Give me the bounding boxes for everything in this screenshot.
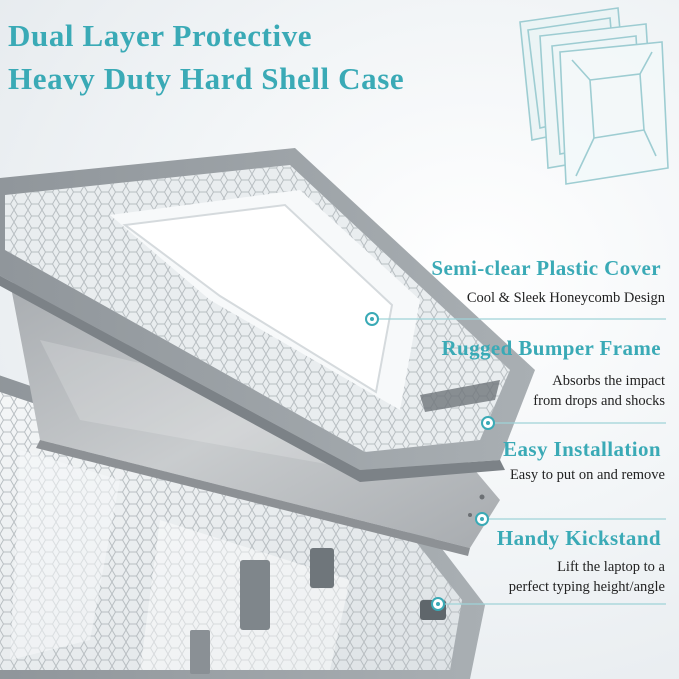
top-cover xyxy=(0,148,535,482)
feature-desc-cover: Cool & Sleek Honeycomb Design xyxy=(467,288,665,308)
feature-desc-line: Lift the laptop to a xyxy=(557,559,665,575)
feature-desc-line: from drops and shocks xyxy=(533,393,665,409)
callout-dot-icon xyxy=(365,312,495,611)
feature-desc-kickstand: Lift the laptop to a perfect typing heig… xyxy=(509,557,665,597)
headline-line-2: Heavy Duty Hard Shell Case xyxy=(8,61,405,96)
feature-heading-cover: Semi-clear Plastic Cover xyxy=(431,256,661,280)
feature-desc-line: Absorbs the impact xyxy=(552,373,665,389)
feature-desc-line: Easy to put on and remove xyxy=(509,467,665,483)
feature-desc-line: Cool & Sleek Honeycomb Design xyxy=(466,290,665,306)
layered-shell-icon xyxy=(519,7,669,185)
feature-heading-bumper: Rugged Bumper Frame xyxy=(441,336,661,360)
feature-heading-kickstand: Handy Kickstand xyxy=(496,526,661,550)
headline-line-1: Dual Layer Protective xyxy=(8,18,313,53)
feature-desc-installation: Easy to put on and remove xyxy=(510,465,665,485)
feature-desc-line: perfect typing height/angle xyxy=(508,579,665,595)
headline: Dual Layer Protective Heavy Duty Hard Sh… xyxy=(8,14,404,100)
callout-lines xyxy=(372,318,666,605)
feature-heading-installation: Easy Installation xyxy=(503,437,661,461)
feature-desc-bumper: Absorbs the impact from drops and shocks xyxy=(533,371,665,411)
